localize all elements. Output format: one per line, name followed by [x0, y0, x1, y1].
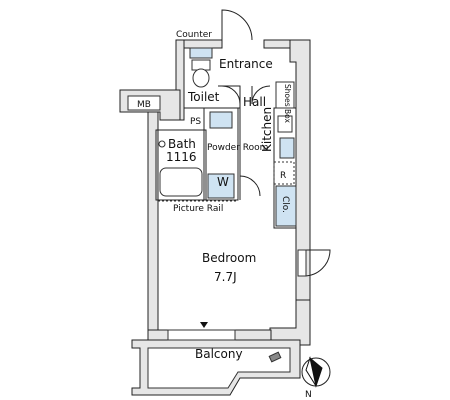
stove-icon	[277, 115, 293, 133]
entrance-label: Entrance	[219, 57, 273, 71]
ps-label: PS	[190, 117, 201, 127]
bath-label: Bath	[168, 137, 196, 151]
balcony-floor	[147, 347, 291, 389]
bath-size-label: 1116	[166, 150, 197, 164]
counter-fixture	[189, 47, 213, 59]
fixtures	[158, 47, 297, 227]
mb-box	[127, 95, 161, 111]
shoes-box	[275, 81, 295, 109]
room-labels: Counter Entrance Toilet Hall Shoes Box M…	[137, 30, 292, 361]
bath-walls	[155, 129, 207, 201]
bedroom-label: Bedroom	[202, 251, 256, 265]
toilet-label: Toilet	[187, 90, 220, 104]
bottom-wall-right	[234, 329, 272, 341]
entrance-door-arc-icon	[221, 9, 253, 41]
bath-drain-icon	[158, 140, 166, 148]
refrigerator-label: R	[280, 171, 286, 181]
lower-right-wall	[269, 299, 311, 346]
powder-room-label: Powder Room	[207, 143, 268, 153]
compass-icon: N	[301, 356, 331, 400]
north-label: N	[305, 390, 312, 400]
hall-door-arc-icon	[251, 85, 271, 105]
balcony-area	[131, 322, 301, 396]
toilet-door-icon	[218, 85, 241, 108]
powder-door-arc-icon	[239, 175, 261, 197]
side-window	[297, 249, 307, 277]
balcony-window	[167, 329, 236, 341]
counter-label: Counter	[176, 30, 212, 40]
balcony-label: Balcony	[195, 347, 243, 361]
drain-icon	[268, 351, 282, 363]
bathtub-icon	[159, 167, 203, 197]
picture-rail-label: Picture Rail	[173, 204, 223, 214]
toilet-door-arc-icon	[221, 85, 241, 105]
bedroom-size-label: 7.7J	[214, 270, 237, 284]
ps-fixture	[209, 111, 233, 129]
window-marker-icon	[200, 322, 208, 328]
hall-label: Hall	[243, 95, 266, 109]
washer-pan	[207, 173, 235, 199]
closet-label: Clo.	[280, 196, 290, 213]
kitchen-label: Kitchen	[260, 107, 274, 152]
washer-label: W	[217, 175, 229, 189]
toilet-icon	[192, 68, 210, 88]
doors	[218, 9, 331, 277]
bottom-wall-left	[147, 329, 169, 341]
closet-fixture	[275, 185, 297, 227]
refrigerator-space	[273, 161, 295, 185]
shoes-box-label: Shoes Box	[283, 84, 292, 124]
mb-label: MB	[137, 100, 151, 110]
bedroom-window-arc-icon	[303, 249, 331, 277]
sink-icon	[279, 137, 295, 159]
walls	[119, 39, 311, 346]
